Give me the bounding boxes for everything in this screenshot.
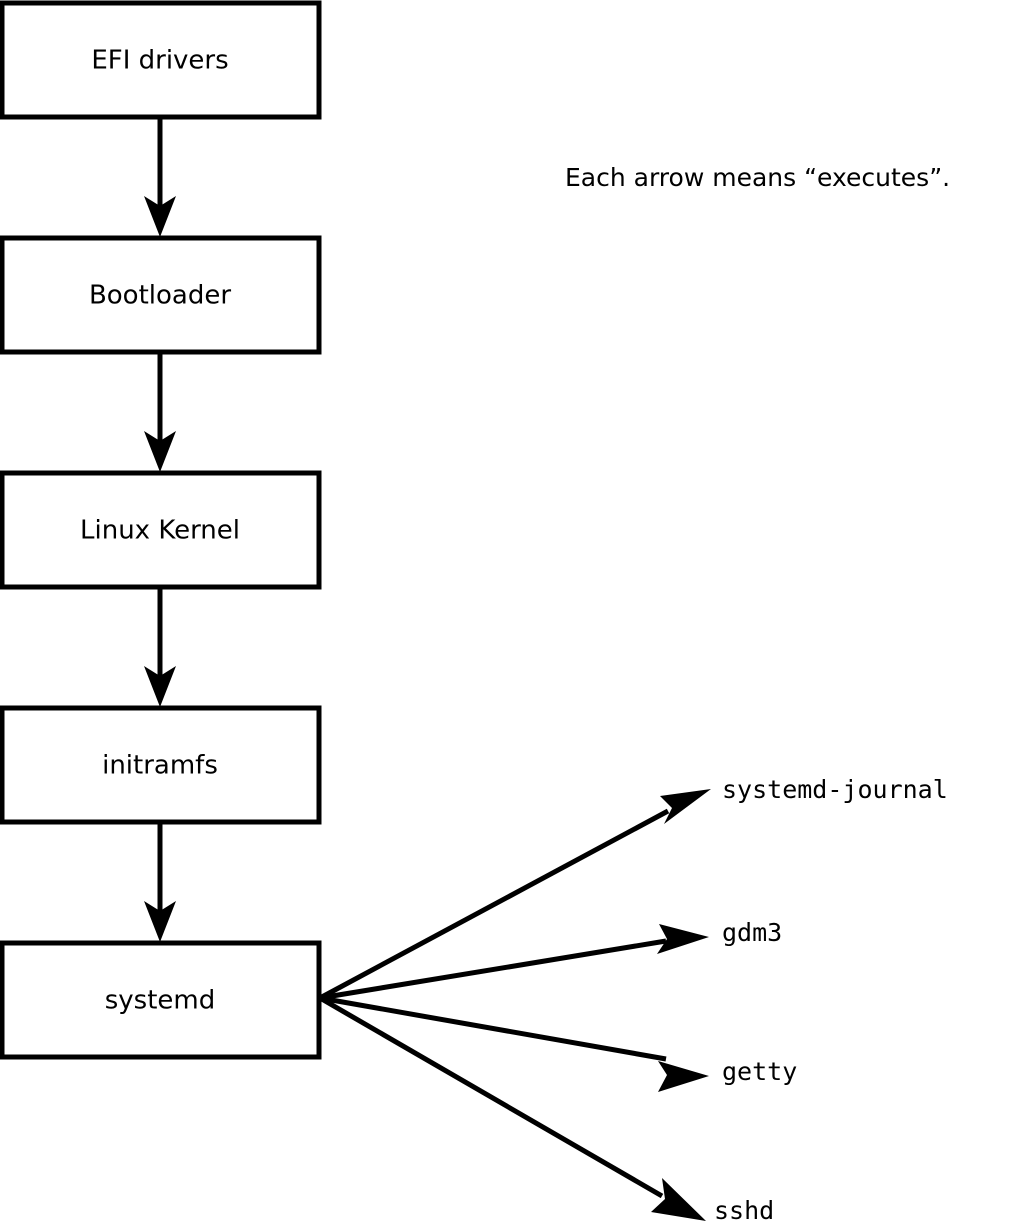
node-label: initramfs	[102, 751, 218, 781]
edge-systemd-to-gdm3	[319, 924, 709, 1001]
edge-bootloader-to-linux-kernel	[144, 352, 176, 472]
edge-linux-kernel-to-initramfs	[144, 587, 176, 707]
arrow-legend-note: Each arrow means “executes”.	[565, 163, 950, 192]
node-efi-drivers[interactable]: EFI drivers	[0, 0, 322, 120]
node-label: Linux Kernel	[80, 516, 240, 546]
edge-initramfs-to-systemd	[144, 822, 176, 942]
chain-nodes: EFI drivers Bootloader Linux Kernel init…	[0, 0, 322, 1060]
leaf-label-sshd: sshd	[714, 1196, 774, 1225]
edge-efi-drivers-to-bootloader	[144, 117, 176, 237]
edge-systemd-to-getty	[319, 995, 709, 1092]
node-label: systemd	[105, 986, 216, 1016]
leaf-label-gdm3: gdm3	[722, 918, 782, 947]
systemd-fan-edges	[318, 789, 711, 1221]
arrow-head-icon	[651, 1178, 706, 1221]
node-box[interactable]	[0, 470, 322, 590]
leaf-label-systemd-journal: systemd-journal	[722, 775, 948, 804]
node-bootloader[interactable]: Bootloader	[0, 235, 322, 355]
arrow-head-icon	[658, 1061, 709, 1092]
node-box[interactable]	[0, 940, 322, 1060]
edge-line	[319, 995, 667, 1062]
arrow-head-icon	[144, 666, 176, 707]
node-box[interactable]	[0, 705, 322, 825]
node-label: Bootloader	[89, 281, 231, 311]
arrow-head-icon	[657, 924, 709, 954]
edge-line	[318, 995, 664, 1199]
node-box[interactable]	[0, 0, 322, 120]
arrow-head-icon	[144, 901, 176, 942]
edge-line	[319, 938, 667, 1001]
arrow-head-icon	[144, 196, 176, 237]
edge-line	[318, 808, 670, 1001]
node-label: EFI drivers	[91, 46, 228, 76]
leaf-label-getty: getty	[722, 1057, 797, 1086]
node-initramfs[interactable]: initramfs	[0, 705, 322, 825]
node-systemd[interactable]: systemd	[0, 940, 322, 1060]
arrow-head-icon	[660, 789, 711, 824]
edge-systemd-to-systemd-journal	[318, 789, 711, 1001]
chain-edges	[144, 117, 176, 942]
arrow-head-icon	[144, 431, 176, 472]
node-linux-kernel[interactable]: Linux Kernel	[0, 470, 322, 590]
edge-systemd-to-sshd	[318, 995, 706, 1221]
systemd-child-labels: systemd-journal gdm3 getty sshd	[714, 775, 948, 1225]
node-box[interactable]	[0, 235, 322, 355]
